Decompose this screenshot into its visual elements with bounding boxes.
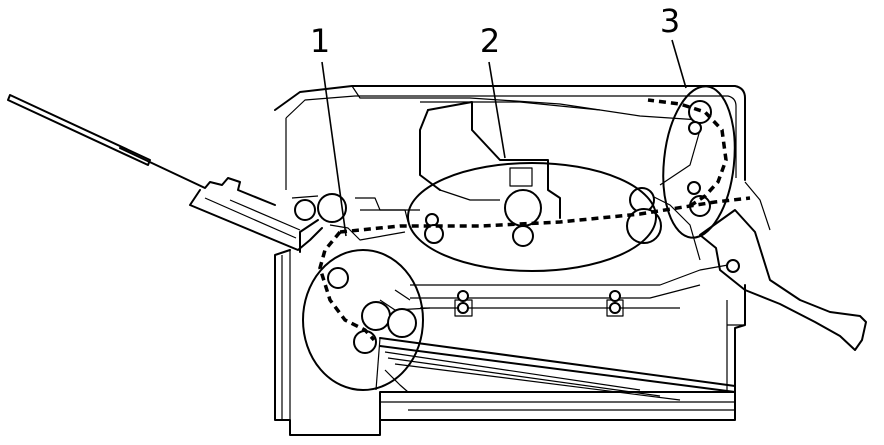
- feed-rollers: [291, 193, 417, 354]
- leader-line-1: [321, 61, 347, 237]
- zone-3-ellipse: [662, 85, 736, 239]
- leader-line-3: [671, 39, 687, 89]
- leader-line-2: [488, 61, 506, 159]
- transfer-rollers: [454, 290, 624, 317]
- paper-path-line: [647, 98, 728, 208]
- zone-2-ellipse: [407, 162, 657, 272]
- manual-feed-tray: [7, 94, 323, 253]
- paper-cassette: [375, 337, 736, 401]
- paper-path-line: [318, 230, 376, 342]
- paper-path-line: [339, 196, 751, 234]
- output-tray: [699, 181, 867, 351]
- callout-number-1: 1: [310, 22, 330, 60]
- paper-guides: [329, 129, 701, 311]
- image-drum-rollers: [424, 187, 662, 247]
- printer-body: [274, 85, 746, 436]
- callout-number-3: 3: [660, 2, 680, 40]
- zone-1-ellipse: [302, 249, 424, 391]
- callout-number-2: 2: [480, 22, 500, 60]
- toner-cartridge: [419, 101, 561, 219]
